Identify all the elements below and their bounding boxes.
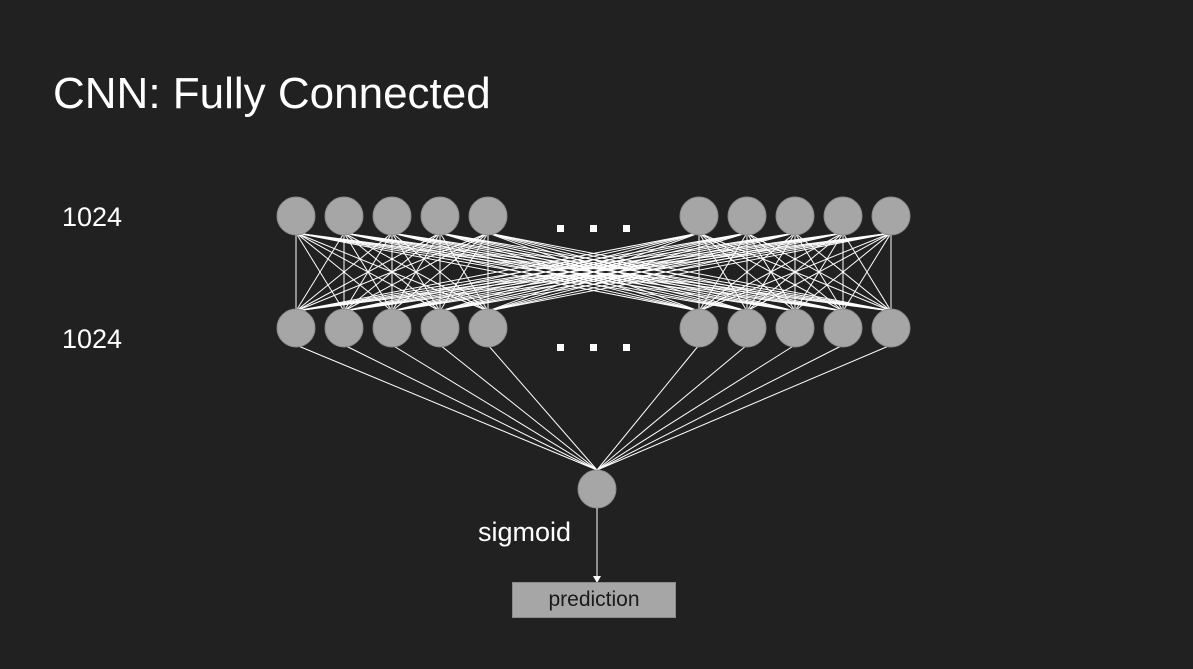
layer-2-neuron-0 <box>276 308 316 348</box>
slide-title: CNN: Fully Connected <box>53 69 491 118</box>
layer-1-neuron-8 <box>823 196 863 236</box>
output-connection-8 <box>596 344 844 471</box>
connection-2-0 <box>295 232 393 312</box>
layer-2-neuron-3 <box>420 308 460 348</box>
connection-4-3 <box>439 232 489 312</box>
output-connection-0 <box>295 344 598 471</box>
connection-4-0 <box>295 232 489 312</box>
output-connection-6 <box>596 344 748 471</box>
connection-7-5 <box>698 232 796 312</box>
output-connection-1 <box>343 344 598 471</box>
layer-2-neuron-6 <box>727 308 767 348</box>
connection-9-0 <box>295 232 892 312</box>
layer-1-neuron-4 <box>468 196 508 236</box>
layer-2-neuron-5 <box>679 308 719 348</box>
connection-9-8 <box>842 232 892 312</box>
layer-1-neuron-5 <box>679 196 719 236</box>
connection-5-0 <box>295 232 700 312</box>
output-connections <box>295 344 892 471</box>
connection-8-0 <box>295 232 844 312</box>
connection-7-0 <box>295 232 796 312</box>
output-arrowhead <box>593 576 601 583</box>
layer-2-neuron-1 <box>324 308 364 348</box>
connection-3-0 <box>295 232 441 312</box>
output-connection-5 <box>596 344 700 471</box>
layer-2-neuron-8 <box>823 308 863 348</box>
connection-1-0 <box>295 232 345 312</box>
connection-6-5 <box>698 232 748 312</box>
connection-9-7 <box>794 232 892 312</box>
output-connection-2 <box>391 344 598 471</box>
connection-6-0 <box>295 232 748 312</box>
layer-1-neuron-9 <box>871 196 911 236</box>
layer-1-neuron-6 <box>727 196 767 236</box>
connection-9-2 <box>391 232 892 312</box>
layer-2-size-label: 1024 <box>62 324 123 354</box>
connection-9-3 <box>439 232 892 312</box>
output-connection-7 <box>596 344 796 471</box>
connection-9-5 <box>698 232 892 312</box>
layer-1-neuron-7 <box>775 196 815 236</box>
layer-1-neuron-3 <box>420 196 460 236</box>
dense-connections <box>295 232 892 312</box>
layer-1-neuron-0 <box>276 196 316 236</box>
neurons <box>276 196 911 509</box>
activation-label: sigmoid <box>478 517 572 547</box>
ellipsis-bottom <box>557 344 630 351</box>
layer-2-neuron-9 <box>871 308 911 348</box>
ellipsis-top <box>557 225 630 232</box>
connection-4-1 <box>343 232 489 312</box>
connection-8-5 <box>698 232 844 312</box>
output-connection-4 <box>487 344 598 471</box>
connection-9-6 <box>746 232 892 312</box>
layer-2-neuron-4 <box>468 308 508 348</box>
layer-2-neuron-2 <box>372 308 412 348</box>
output-connection-9 <box>596 344 892 471</box>
output-connection-3 <box>439 344 598 471</box>
connection-4-2 <box>391 232 489 312</box>
layer-1-neuron-1 <box>324 196 364 236</box>
connection-9-1 <box>343 232 892 312</box>
connection-9-4 <box>487 232 892 312</box>
layer-1-neuron-2 <box>372 196 412 236</box>
output-neuron <box>577 469 617 509</box>
layer-1-size-label: 1024 <box>62 202 123 232</box>
prediction-box: prediction <box>512 582 676 618</box>
layer-2-neuron-7 <box>775 308 815 348</box>
